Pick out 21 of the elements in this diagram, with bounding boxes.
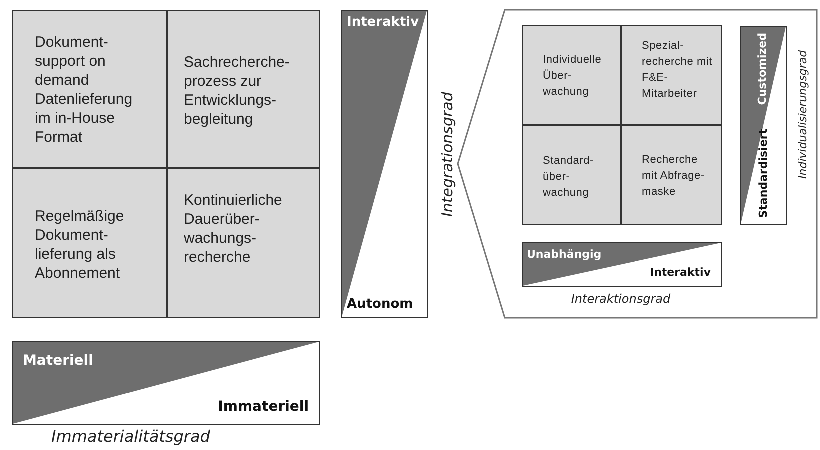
gradient-wedge [341,10,428,318]
cell-text: Regelmäßige Dokument- lieferung als Abonnement [35,207,126,283]
axis-title: Immaterialitätsgrad [50,429,212,448]
wedge-label-high: Unabhängig [527,249,602,260]
wedge-label-low: Immateriell [218,400,309,414]
wedge-label-high: Materiell [23,354,94,368]
cell-text: Individuelle Über- wachung [543,53,603,100]
cell-text: Dokument- support on demand Datenlieferung im in-House Format [35,33,134,147]
cell-text: Sachrecherche- prozess zur Entwicklungs- begleitung [184,53,291,129]
wedge-label-low: Standardisiert [758,128,769,218]
axis-title: Integrationsgrad [438,91,458,220]
cell-text: Spezial- recherche mit F&E- Mitarbeiter [642,39,714,102]
wedge-label-high: Interaktiv [347,16,420,29]
cell-text: Recherche mit Abfrage- maske [642,153,706,200]
cell-text: Standard- über- wachung [543,154,596,201]
wedge-label-low: Interaktiv [650,267,711,278]
cell-text: Kontinuierliche Dauerüber- wachungs- recherche [184,191,284,267]
wedge-label-high: Customized [757,33,768,106]
axis-title: Individualisierungsgrad [796,49,810,181]
axis-title: Interaktionsgrad [570,293,672,308]
wedge-label-low: Autonom [347,298,414,311]
